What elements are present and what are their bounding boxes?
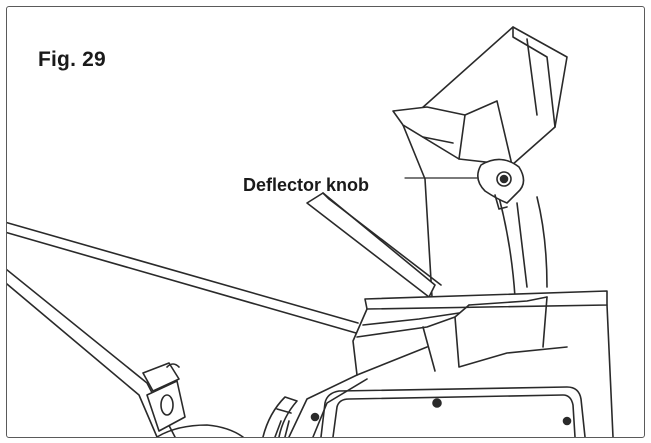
engine-housing: [288, 290, 614, 437]
figure-frame: Fig. 29 Deflector knob: [6, 6, 645, 438]
lower-handle-bar: [7, 268, 176, 437]
chute-deflector: [392, 26, 568, 166]
callout-deflector-knob: Deflector knob: [243, 175, 370, 195]
snow-thrower-illustration: [7, 26, 614, 437]
deflector-knob: [477, 158, 525, 210]
auger-vents: [262, 396, 298, 437]
handle-bracket: [142, 362, 186, 432]
front-panel: [310, 386, 586, 437]
figure-label: Fig. 29: [38, 48, 106, 71]
wheel: [156, 424, 244, 437]
upper-handle-bar: [7, 221, 359, 334]
chute-control-handle: [306, 192, 442, 298]
